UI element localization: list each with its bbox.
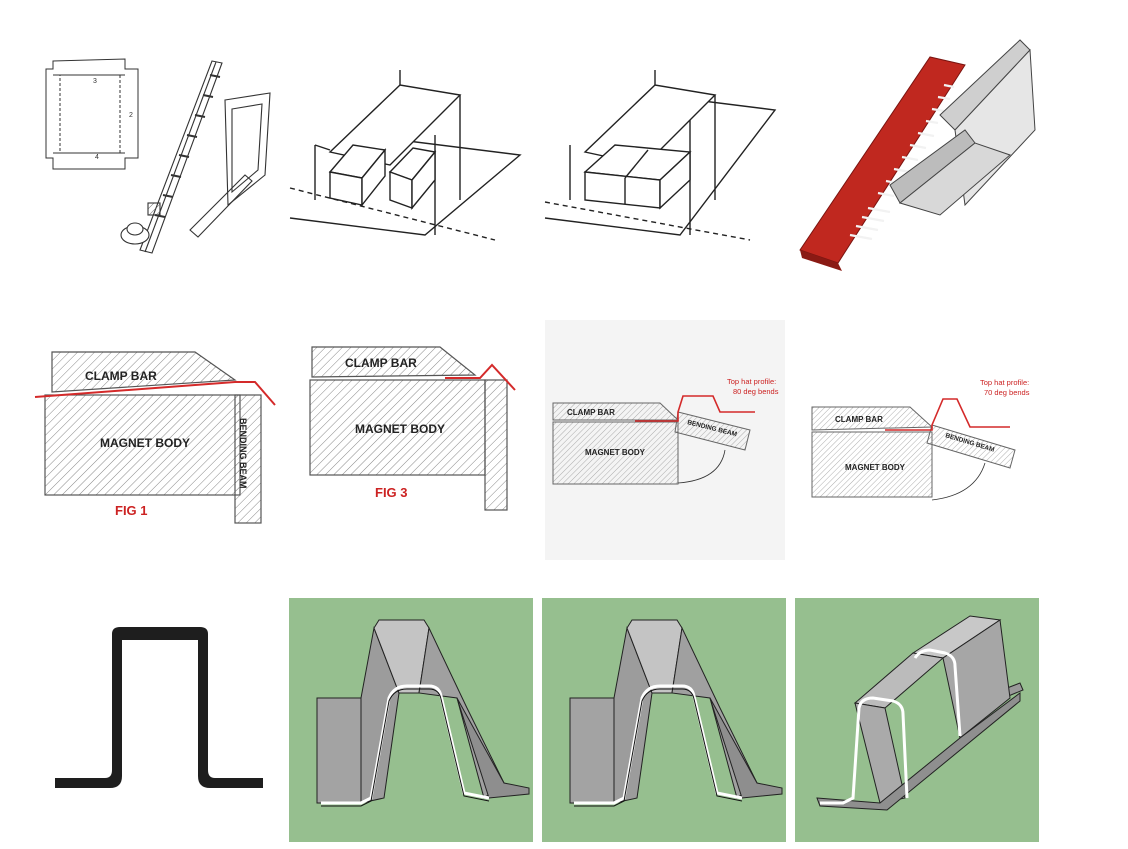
magnet-body-shape	[552, 421, 679, 485]
panel-80-deg-bends: CLAMP BAR MAGNET BODY BENDING BEAM Top h…	[545, 320, 785, 560]
label-magnet-body: MAGNET BODY	[100, 436, 190, 450]
sheet-profile-red	[885, 398, 1010, 431]
magnet-body-shape	[309, 379, 486, 476]
profile-edge-white	[321, 684, 490, 805]
sheet-profile-red	[34, 381, 276, 406]
brake-box-drawing-a	[289, 70, 522, 241]
note-line-2: 70 deg bends	[984, 388, 1030, 397]
panel-70-deg-bends: CLAMP BAR MAGNET BODY BENDING BEAM Top h…	[795, 335, 1045, 530]
panel-top-hat-profile	[50, 620, 270, 800]
front-face	[854, 702, 906, 804]
left-flange	[569, 697, 615, 804]
right-flange	[709, 697, 783, 799]
top-hat-profile-black	[55, 627, 263, 788]
3d-profile-drawing-a	[316, 619, 530, 807]
panel-3d-profile-b	[542, 598, 786, 842]
bending-beam-shape	[674, 411, 751, 451]
panel-fig-3: CLAMP BAR MAGNET BODY FIG 3	[295, 335, 540, 535]
label-magnet-body: MAGNET BODY	[585, 448, 646, 457]
3d-profile-drawing-c	[816, 615, 1024, 811]
folding-jig	[120, 60, 271, 254]
panel-3d-profile-c	[795, 598, 1039, 842]
panel-box-on-brake-b	[540, 60, 790, 270]
profile-edge-white	[574, 684, 743, 805]
fig-3-diagram: CLAMP BAR MAGNET BODY FIG 3	[309, 346, 516, 511]
top-hat-70-diagram: CLAMP BAR MAGNET BODY BENDING BEAM Top h…	[811, 378, 1030, 501]
template-mark-2: 2	[129, 112, 133, 119]
front-flange	[816, 692, 1021, 811]
label-clamp-bar: CLAMP BAR	[567, 408, 615, 417]
note-line-2: 80 deg bends	[733, 387, 779, 396]
box-template-drawing: 3 2 4	[45, 58, 271, 254]
profile-edge-white-front	[820, 696, 909, 805]
template-mark-3: 3	[93, 78, 97, 85]
left-flange	[316, 697, 362, 804]
left-wall	[613, 626, 653, 804]
right-flange	[456, 697, 530, 799]
template-mark-4: 4	[95, 154, 99, 161]
caption-fig-1: FIG 1	[115, 503, 148, 518]
magnet-body-shape	[811, 431, 933, 498]
label-bending-beam: BENDING BEAM	[238, 418, 248, 489]
label-magnet-body: MAGNET BODY	[845, 463, 906, 472]
top-hat-profile-drawing	[55, 627, 263, 788]
top-hat-80-diagram: CLAMP BAR MAGNET BODY BENDING BEAM Top h…	[552, 377, 779, 485]
panel-red-clamp-bar	[790, 35, 1040, 280]
bending-beam-shape	[484, 379, 508, 511]
label-clamp-bar: CLAMP BAR	[85, 369, 157, 383]
clamp-slots	[849, 83, 955, 241]
clamp-bar-shape	[51, 351, 237, 393]
panel-fig-1: CLAMP BAR MAGNET BODY BENDING BEAM FIG 1	[30, 340, 285, 540]
swing-arc	[677, 449, 726, 484]
bending-beam-shape	[926, 424, 1016, 469]
fig-1-diagram: CLAMP BAR MAGNET BODY BENDING BEAM FIG 1	[34, 351, 276, 524]
panel-box-template-jig: 3 2 4	[40, 55, 280, 270]
red-clamp-bar-drawing	[799, 39, 1036, 271]
brake-box-drawing-b	[544, 70, 777, 241]
label-magnet-body: MAGNET BODY	[355, 422, 445, 436]
sheet-profile-red	[445, 363, 516, 391]
note-line-1: Top hat profile:	[727, 377, 776, 386]
3d-profile-drawing-b	[569, 619, 783, 807]
clamp-bar-red	[799, 56, 966, 264]
sheet-profile-red	[635, 395, 755, 422]
grey-box-base	[898, 142, 1011, 216]
panel-box-on-brake-a	[285, 60, 535, 270]
left-wall	[360, 626, 400, 804]
swing-arc	[931, 462, 986, 501]
panel-3d-profile-a	[289, 598, 533, 842]
bending-beam-shape	[234, 394, 262, 524]
magnet-body-shape	[44, 394, 241, 496]
flat-box-template	[45, 58, 139, 170]
label-clamp-bar: CLAMP BAR	[835, 415, 883, 424]
profile-edge-white-back	[913, 648, 962, 737]
label-clamp-bar: CLAMP BAR	[345, 356, 417, 370]
caption-fig-3: FIG 3	[375, 485, 408, 500]
note-line-1: Top hat profile:	[980, 378, 1029, 387]
clamp-bar-shape	[311, 346, 477, 378]
